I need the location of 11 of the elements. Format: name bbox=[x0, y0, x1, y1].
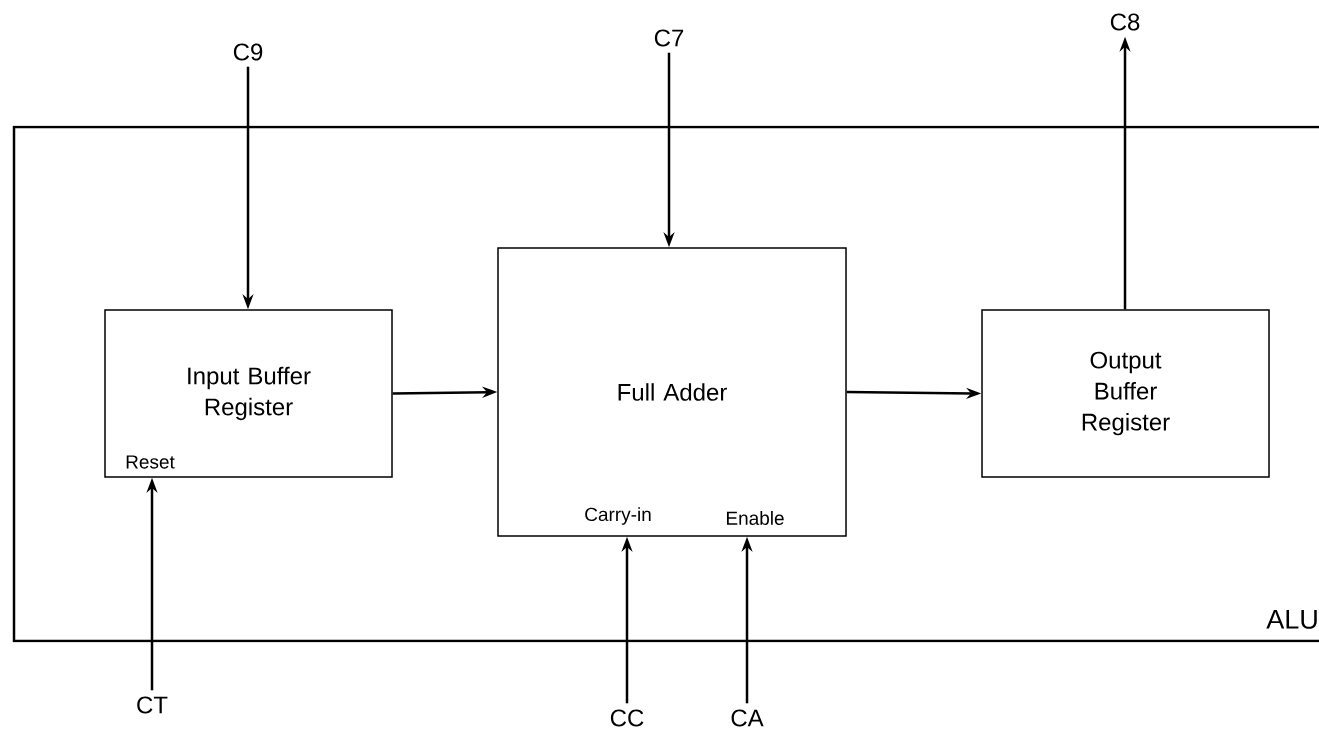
port-label: Reset bbox=[126, 455, 175, 469]
signal-label: C9 bbox=[233, 43, 263, 61]
register-box: Output Buffer Register bbox=[981, 309, 1270, 478]
signal-label: C8 bbox=[1110, 13, 1140, 31]
box-label: ALU bbox=[1266, 609, 1317, 629]
signal-label: C7 bbox=[654, 29, 684, 47]
signal-label: CC bbox=[610, 709, 644, 727]
signal-label: CA bbox=[731, 709, 764, 727]
port-label: Carry-in bbox=[585, 507, 651, 525]
port-label: Enable bbox=[727, 511, 784, 525]
signal-label: CT bbox=[137, 696, 168, 714]
